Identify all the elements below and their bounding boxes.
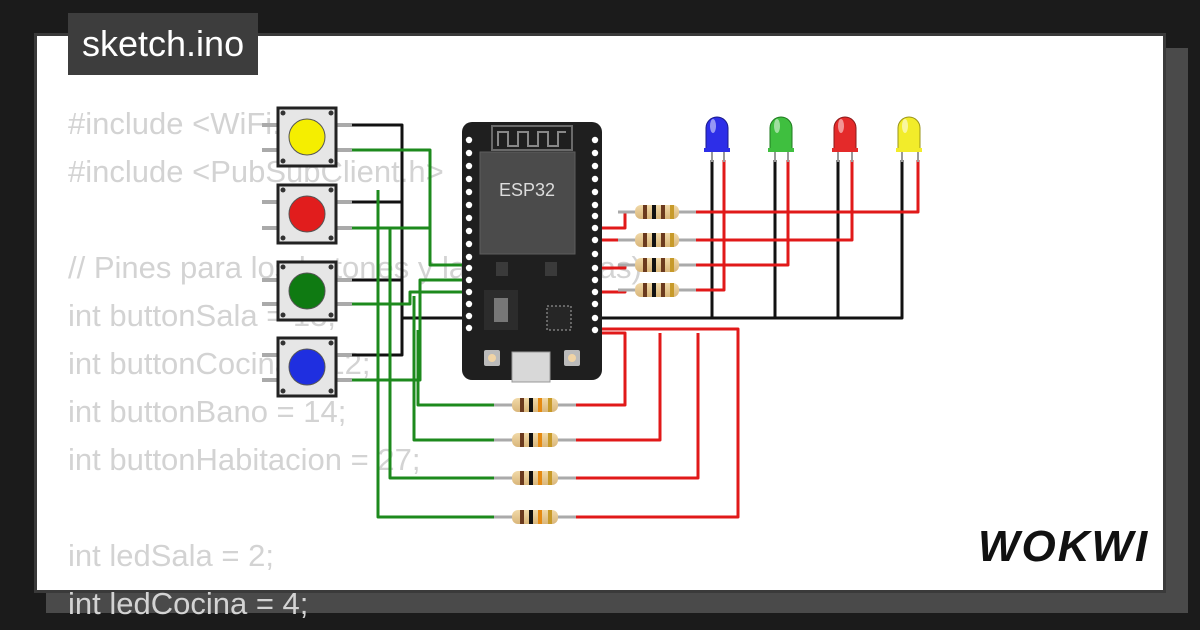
wire-red xyxy=(690,160,920,214)
pushbutton-red[interactable] xyxy=(262,183,352,245)
wire-red xyxy=(690,160,854,242)
wire-green xyxy=(416,330,500,407)
resistor[interactable] xyxy=(618,283,696,297)
code-line: int buttonBano = 14; xyxy=(68,394,347,429)
led-yellow[interactable] xyxy=(896,116,922,162)
code-line: int buttonHabitacion = 27; xyxy=(68,442,421,477)
wire-green xyxy=(376,190,500,519)
pushbutton-yellow[interactable] xyxy=(262,106,352,168)
wire-green xyxy=(412,296,500,442)
pushbutton-green[interactable] xyxy=(262,260,352,322)
resistor[interactable] xyxy=(618,258,696,272)
wire-black xyxy=(352,318,404,357)
file-title-tab: sketch.ino xyxy=(68,13,259,75)
resistor[interactable] xyxy=(494,510,576,524)
wire-green xyxy=(388,228,500,480)
pushbutton-blue[interactable] xyxy=(262,336,352,398)
esp32-board[interactable]: ESP32 xyxy=(462,122,602,383)
wire-red xyxy=(570,327,740,519)
wire-red xyxy=(570,333,700,480)
wokwi-logo: WOKWI xyxy=(978,522,1150,571)
wire-red xyxy=(600,212,627,230)
code-line: int buttonCocina = 12; xyxy=(68,346,371,381)
resistor[interactable] xyxy=(494,433,576,447)
board-label: ESP32 xyxy=(499,180,555,200)
resistor[interactable] xyxy=(494,471,576,485)
wires xyxy=(352,123,920,519)
code-line: int ledSala = 2; xyxy=(68,538,274,573)
led-blue[interactable] xyxy=(704,116,730,162)
wire-red xyxy=(690,160,726,292)
wire-red xyxy=(570,333,662,442)
resistor[interactable] xyxy=(618,233,696,247)
led-red[interactable] xyxy=(832,116,858,162)
led-green[interactable] xyxy=(768,116,794,162)
resistor[interactable] xyxy=(494,398,576,412)
wire-red xyxy=(570,331,627,407)
wire-green xyxy=(352,290,466,306)
resistor[interactable] xyxy=(618,205,696,219)
wire-green xyxy=(352,278,466,382)
wire-green xyxy=(352,148,466,267)
